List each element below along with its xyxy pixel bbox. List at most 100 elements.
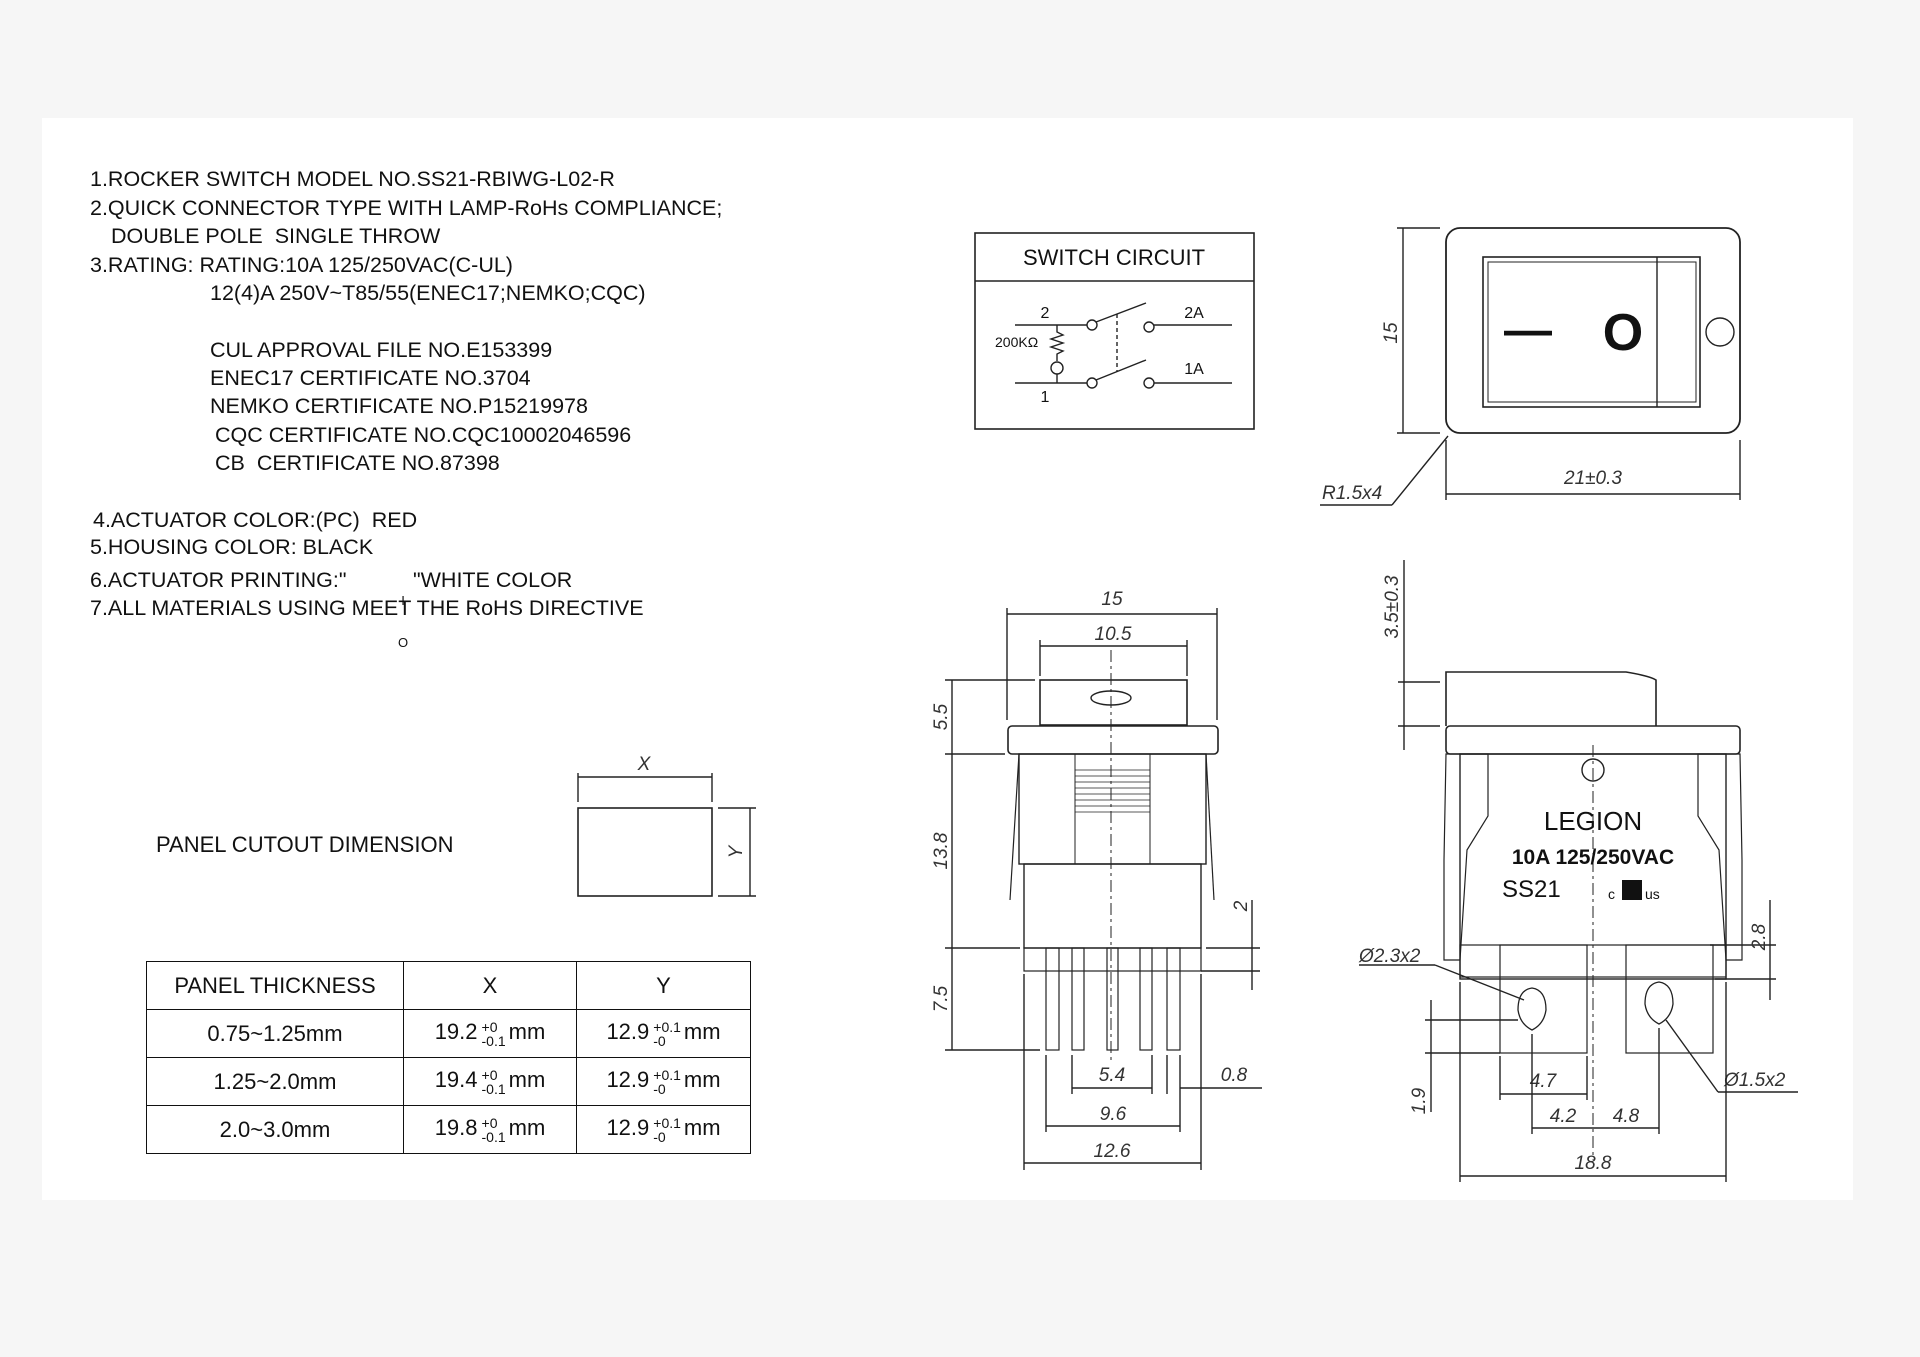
x-unit: mm bbox=[508, 1019, 546, 1045]
note-2b: DOUBLE POLE SINGLE THROW bbox=[111, 224, 441, 248]
front-height-28-dim: 2.8 bbox=[1749, 923, 1770, 951]
front-brand: LEGION bbox=[1544, 806, 1642, 836]
y-tol-plus: +0.1 bbox=[653, 1018, 681, 1035]
front-w42-dim: 4.2 bbox=[1550, 1106, 1577, 1127]
terminal-1: 1 bbox=[1041, 389, 1050, 406]
x-tol-minus: -0.1 bbox=[481, 1080, 506, 1097]
top-height-dim: 15 bbox=[1381, 322, 1402, 344]
front-rating: 10A 125/250VAC bbox=[1512, 846, 1674, 869]
note-1: 1.ROCKER SWITCH MODEL NO.SS21-RBIWG-L02-… bbox=[90, 167, 615, 191]
x-value: 19.4 bbox=[434, 1067, 478, 1093]
cell-thickness: 2.0~3.0mm bbox=[146, 1105, 404, 1154]
front-hole-big-dim: Ø2.3x2 bbox=[1358, 946, 1421, 967]
side-pin-step-dim: 2 bbox=[1231, 900, 1252, 912]
y-tolerance: +0.1-0 bbox=[653, 1020, 681, 1048]
y-tol-minus: -0 bbox=[653, 1032, 666, 1049]
circuit-title: SWITCH CIRCUIT bbox=[1023, 245, 1205, 270]
note-cb: CB CERTIFICATE NO.87398 bbox=[215, 451, 500, 475]
side-width-inner-dim: 10.5 bbox=[1095, 624, 1132, 645]
side-pin-length-dim: 7.5 bbox=[931, 985, 952, 1012]
side-cap-height-dim: 5.5 bbox=[931, 703, 952, 730]
terminal-1a: 1A bbox=[1184, 361, 1204, 378]
terminal-2a: 2A bbox=[1184, 305, 1204, 322]
note-3b: 12(4)A 250V~T85/55(ENEC17;NEMKO;CQC) bbox=[210, 281, 646, 305]
panel-cutout-label: PANEL CUTOUT DIMENSION bbox=[156, 832, 454, 857]
note-3: 3.RATING: RATING:10A 125/250VAC(C-UL) bbox=[90, 253, 513, 277]
front-view: LEGION 10A 125/250VAC SS21 c us 3.5±0.3 … bbox=[1358, 560, 1798, 1182]
y-tolerance: +0.1-0 bbox=[653, 1116, 681, 1144]
front-mark-c: c bbox=[1608, 886, 1615, 902]
note-4: 4.ACTUATOR COLOR:(PC) RED bbox=[93, 508, 418, 532]
note-2: 2.QUICK CONNECTOR TYPE WITH LAMP-RoHs CO… bbox=[90, 196, 723, 220]
front-w48-dim: 4.8 bbox=[1613, 1106, 1640, 1127]
front-height-19-dim: 1.9 bbox=[1409, 1087, 1430, 1114]
y-unit: mm bbox=[683, 1067, 721, 1093]
x-unit: mm bbox=[508, 1115, 546, 1141]
note-7: 7.ALL MATERIALS USING MEET THE RoHS DIRE… bbox=[90, 596, 644, 620]
top-symbol-on: O bbox=[1603, 304, 1643, 362]
printing-symbol-bottom: O bbox=[397, 635, 409, 650]
table-header-x: X bbox=[403, 961, 577, 1010]
side-view: 15 10.5 5.5 13.8 7.5 2 5.4 0.8 9.6 12.6 bbox=[931, 589, 1262, 1170]
note-nemko: NEMKO CERTIFICATE NO.P15219978 bbox=[210, 394, 588, 418]
x-tolerance: +0-0.1 bbox=[482, 1020, 506, 1048]
front-w47-dim: 4.7 bbox=[1530, 1071, 1558, 1092]
terminal-2: 2 bbox=[1041, 305, 1050, 322]
x-value: 19.8 bbox=[434, 1115, 478, 1141]
note-enec: ENEC17 CERTIFICATE NO.3704 bbox=[210, 366, 531, 390]
top-symbol-off: — bbox=[1504, 304, 1552, 357]
front-hole-small-dim: Ø1.5x2 bbox=[1723, 1070, 1786, 1091]
front-mark-us: us bbox=[1645, 886, 1660, 902]
table-header-row: PANEL THICKNESS X Y bbox=[146, 961, 751, 1010]
note-6: 6.ACTUATOR PRINTING:" bbox=[90, 568, 347, 592]
note-5: 5.HOUSING COLOR: BLACK bbox=[90, 535, 374, 559]
front-rocker-height-dim: 3.5±0.3 bbox=[1382, 575, 1403, 639]
resistor-label: 200KΩ bbox=[995, 334, 1038, 350]
x-unit: mm bbox=[508, 1067, 546, 1093]
y-tolerance: +0.1-0 bbox=[653, 1068, 681, 1096]
y-value: 12.9 bbox=[606, 1019, 650, 1045]
panel-thickness-table: PANEL THICKNESS X Y 0.75~1.25mm 19.2+0-0… bbox=[146, 961, 751, 1154]
side-width-outer-dim: 15 bbox=[1101, 589, 1123, 610]
y-unit: mm bbox=[683, 1115, 721, 1141]
cell-thickness: 1.25~2.0mm bbox=[146, 1057, 404, 1106]
table-header-thickness: PANEL THICKNESS bbox=[146, 961, 404, 1010]
switch-circuit: SWITCH CIRCUIT 2 1 2A 1A 200KΩ bbox=[974, 232, 1255, 430]
side-pin-thickness-dim: 0.8 bbox=[1221, 1065, 1248, 1086]
side-pin-outer-dim: 9.6 bbox=[1100, 1104, 1127, 1125]
y-tol-plus: +0.1 bbox=[653, 1066, 681, 1083]
x-tol-plus: +0 bbox=[481, 1018, 498, 1035]
note-6b: "WHITE COLOR bbox=[413, 568, 573, 592]
x-tol-minus: -0.1 bbox=[481, 1128, 506, 1145]
panel-x-label: X bbox=[637, 754, 652, 775]
side-pin-spacing-dim: 5.4 bbox=[1099, 1065, 1125, 1086]
y-tol-plus: +0.1 bbox=[653, 1114, 681, 1131]
top-radius-dim: R1.5x4 bbox=[1322, 483, 1382, 504]
front-model: SS21 bbox=[1502, 876, 1561, 903]
x-tol-minus: -0.1 bbox=[481, 1032, 506, 1049]
note-cul: CUL APPROVAL FILE NO.E153399 bbox=[210, 338, 553, 362]
printing-symbol: I O bbox=[396, 566, 410, 664]
note-cqc: CQC CERTIFICATE NO.CQC10002046596 bbox=[215, 423, 632, 447]
y-value: 12.9 bbox=[606, 1115, 650, 1141]
top-width-dim: 21±0.3 bbox=[1563, 468, 1622, 489]
front-w188-dim: 18.8 bbox=[1575, 1153, 1612, 1174]
y-value: 12.9 bbox=[606, 1067, 650, 1093]
y-unit: mm bbox=[683, 1019, 721, 1045]
panel-cutout-figure: X Y bbox=[577, 754, 756, 897]
x-tol-plus: +0 bbox=[481, 1066, 498, 1083]
x-tol-plus: +0 bbox=[481, 1114, 498, 1131]
x-tolerance: +0-0.1 bbox=[482, 1068, 506, 1096]
y-tol-minus: -0 bbox=[653, 1128, 666, 1145]
y-tol-minus: -0 bbox=[653, 1080, 666, 1097]
top-view: — O 15 21±0.3 R1.5x4 bbox=[1320, 227, 1741, 506]
side-body-height-dim: 13.8 bbox=[931, 832, 952, 869]
printing-symbol-top: I bbox=[401, 593, 405, 608]
